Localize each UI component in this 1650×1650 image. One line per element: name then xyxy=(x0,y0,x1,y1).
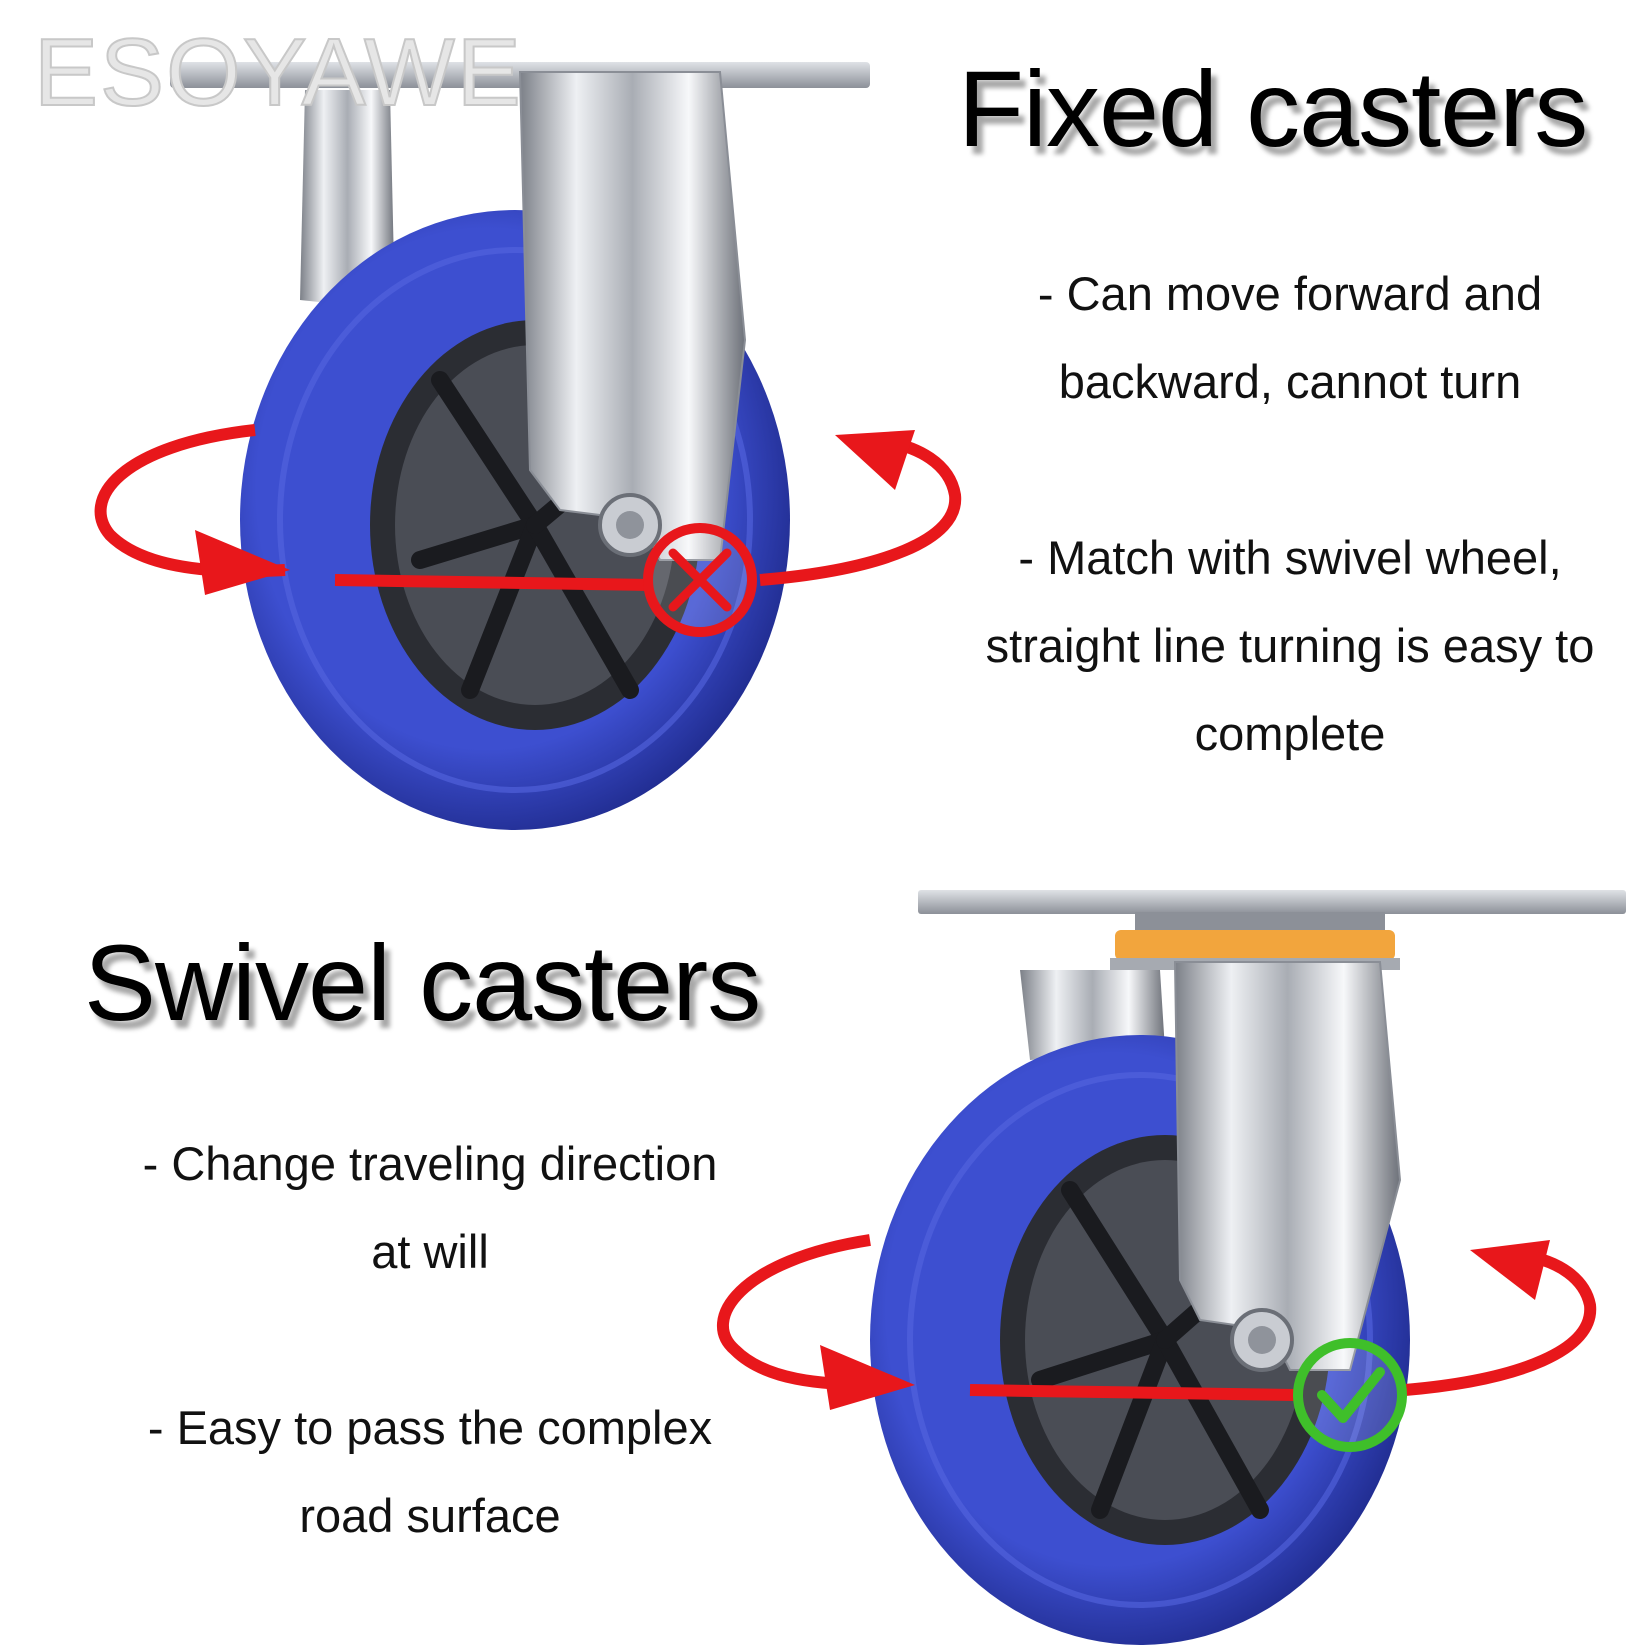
fixed-line-1: - Can move forward and xyxy=(1037,267,1543,320)
swivel-rotation-arrows xyxy=(717,1234,1597,1410)
swivel-line-1: - Change traveling direction xyxy=(142,1137,718,1190)
fixed-line-2: backward, cannot turn xyxy=(1058,355,1522,408)
swivel-line-4: road surface xyxy=(299,1489,561,1542)
swivel-line-2: at will xyxy=(371,1225,489,1278)
cross-icon xyxy=(643,523,757,637)
swivel-description: - Change traveling direction at will - E… xyxy=(60,1120,800,1560)
swivel-fork-front xyxy=(1173,961,1402,1371)
swivel-casters-title: Swivel casters xyxy=(84,922,761,1043)
swivel-mount-plate xyxy=(918,890,1626,914)
check-icon xyxy=(1293,1338,1407,1452)
swivel-caster xyxy=(870,890,1626,1645)
fixed-fork-back xyxy=(300,90,395,310)
fixed-line-5: complete xyxy=(1194,707,1386,760)
brand-watermark: ESOYAWE xyxy=(33,18,523,127)
fixed-casters-title: Fixed casters xyxy=(958,48,1588,169)
swivel-bearing-ring xyxy=(1115,930,1395,960)
fixed-fork-front xyxy=(518,71,747,561)
fixed-line-4: straight line turning is easy to xyxy=(985,619,1595,672)
fixed-rotation-arrows xyxy=(94,424,962,595)
fixed-line-3: - Match with swivel wheel, xyxy=(1018,531,1562,584)
swivel-line-3: - Easy to pass the complex xyxy=(147,1401,713,1454)
fixed-caster xyxy=(170,62,870,830)
fixed-description: - Can move forward and backward, cannot … xyxy=(940,250,1640,778)
